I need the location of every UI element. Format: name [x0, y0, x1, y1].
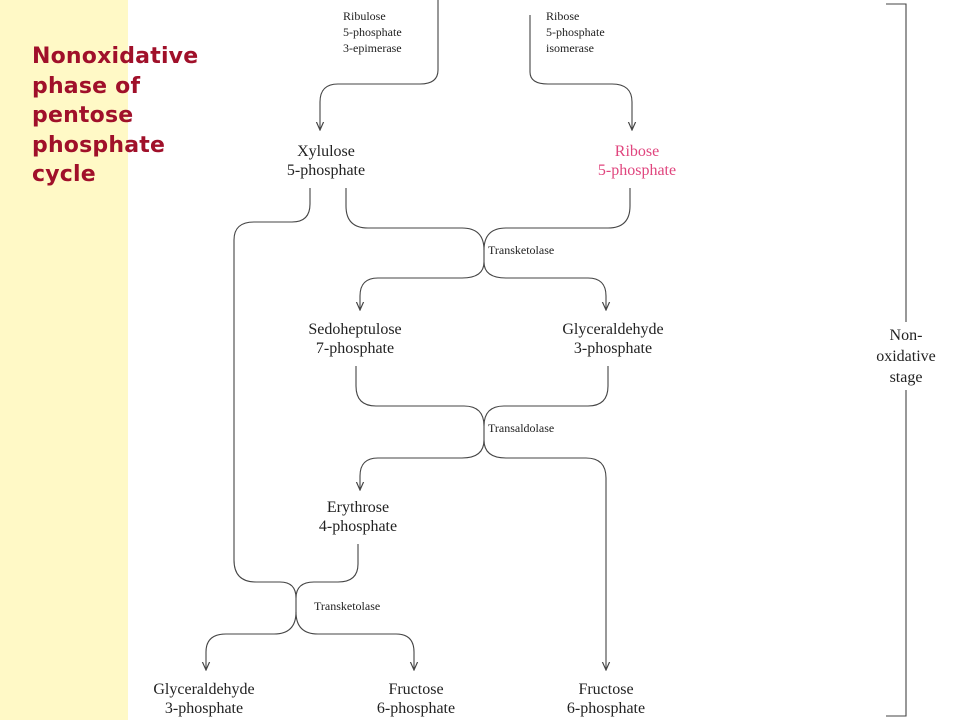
compound-name: Glyceraldehyde [562, 321, 663, 338]
enzyme-isomerase-label: Ribose 5-phosphate isomerase [546, 9, 605, 55]
enzyme-label-line: 5-phosphate [546, 25, 605, 39]
compound-glyceraldehyde-3-phosphate-product: Glyceraldehyde 3-phosphate [153, 681, 254, 717]
compound-erythrose-4-phosphate: Erythrose 4-phosphate [319, 499, 397, 535]
enzyme-label-line: 3-epimerase [343, 41, 402, 55]
compound-sedoheptulose-7-phosphate: Sedoheptulose 7-phosphate [308, 321, 401, 357]
stage-label-line: oxidative [876, 348, 936, 365]
compound-name: Glyceraldehyde [153, 681, 254, 698]
compound-name-line: 6-phosphate [567, 700, 645, 717]
stage-label-line: stage [890, 369, 923, 386]
transketolase2-split-arrow [206, 611, 297, 670]
slide-title: Nonoxidative phase of pentose phosphate … [32, 44, 199, 187]
stage-label-line: Non- [890, 327, 923, 344]
stage-label-background [858, 322, 954, 390]
transaldolase-merge-line [355, 366, 485, 440]
transketolase2-merge-line [295, 544, 359, 599]
epimerase-arrow [320, 0, 439, 130]
enzyme-label-line: 5-phosphate [343, 25, 402, 39]
compound-xylulose-5-phosphate: Xylulose 5-phosphate [287, 143, 365, 179]
enzyme-transaldolase-label: Transaldolase [488, 421, 554, 435]
enzyme-epimerase-label: Ribulose 5-phosphate 3-epimerase [343, 9, 402, 55]
isomerase-arrow [529, 15, 632, 130]
xylulose-branch-line [233, 188, 311, 612]
sidebar-panel [0, 0, 128, 720]
transketolase1-split-arrow [360, 261, 485, 310]
transaldolase-split-arrow [360, 439, 485, 490]
compound-fructose-6-phosphate-a: Fructose 6-phosphate [377, 681, 455, 717]
transketolase1-split-arrow [483, 261, 606, 310]
compound-name-line: 5-phosphate [287, 162, 365, 179]
compound-name: Erythrose [327, 499, 389, 516]
transketolase1-merge-line [483, 188, 631, 251]
compound-name-line: 3-phosphate [574, 340, 652, 357]
transaldolase-split-line [483, 439, 606, 670]
compound-name-line: 3-phosphate [165, 700, 243, 717]
enzyme-label-line: isomerase [546, 41, 594, 55]
compound-name-line: 6-phosphate [377, 700, 455, 717]
compound-name: Ribose [615, 143, 659, 160]
compound-name: Fructose [578, 681, 633, 698]
enzyme-label-line: Ribulose [343, 9, 386, 23]
compound-fructose-6-phosphate-b: Fructose 6-phosphate [567, 681, 645, 717]
compound-name-line: 4-phosphate [319, 518, 397, 535]
transketolase2-split-arrow [295, 611, 414, 670]
compound-name-line: 5-phosphate [598, 162, 676, 179]
transaldolase-merge-line [483, 366, 609, 427]
enzyme-transketolase2-label: Transketolase [314, 599, 380, 613]
compound-name: Sedoheptulose [308, 321, 401, 338]
transketolase1-merge-line [345, 188, 485, 262]
compound-name-line: 7-phosphate [316, 340, 394, 357]
enzyme-transketolase1-label: Transketolase [488, 243, 554, 257]
compound-name: Fructose [388, 681, 443, 698]
compound-name: Xylulose [297, 143, 355, 160]
compound-glyceraldehyde-3-phosphate: Glyceraldehyde 3-phosphate [562, 321, 663, 357]
enzyme-label-line: Ribose [546, 9, 579, 23]
compound-ribose-5-phosphate: Ribose 5-phosphate [598, 143, 676, 179]
stage-label: Non- oxidative stage [876, 327, 936, 386]
